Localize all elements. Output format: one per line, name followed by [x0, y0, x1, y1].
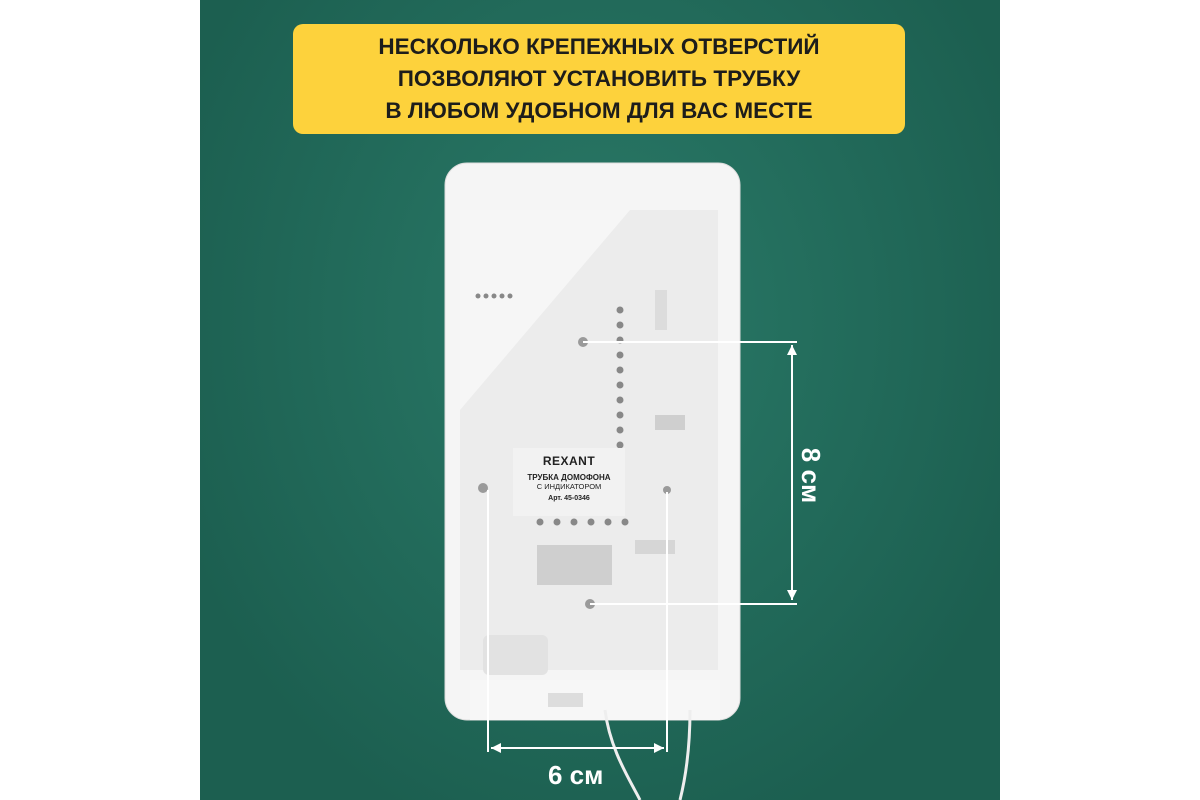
banner-line: ПОЗВОЛЯЮТ УСТАНОВИТЬ ТРУБКУ: [397, 66, 801, 91]
label-subtitle: С ИНДИКАТОРОМ: [536, 482, 602, 491]
banner-line: В ЛЮБОМ УДОБНОМ ДЛЯ ВАС МЕСТЕ: [385, 98, 813, 123]
label-article: Арт. 45-0346: [548, 495, 590, 502]
brand-logo: REXANT: [542, 454, 596, 468]
headline-banner: НЕСКОЛЬКО КРЕПЕЖНЫХ ОТВЕРСТИЙ ПОЗВОЛЯЮТ …: [293, 24, 905, 134]
height-dimension-label: 8 см: [796, 447, 827, 504]
width-dimension-label: 6 см: [548, 760, 604, 790]
mount-hole-left: [478, 483, 488, 493]
banner-line: НЕСКОЛЬКО КРЕПЕЖНЫХ ОТВЕРСТИЙ: [378, 34, 820, 59]
label-title: ТРУБКА ДОМОФОНА: [527, 473, 611, 482]
product-label: REXANT ТРУБКА ДОМОФОНА С ИНДИКАТОРОМ Арт…: [513, 448, 625, 516]
dimension-lines: [487, 341, 797, 752]
